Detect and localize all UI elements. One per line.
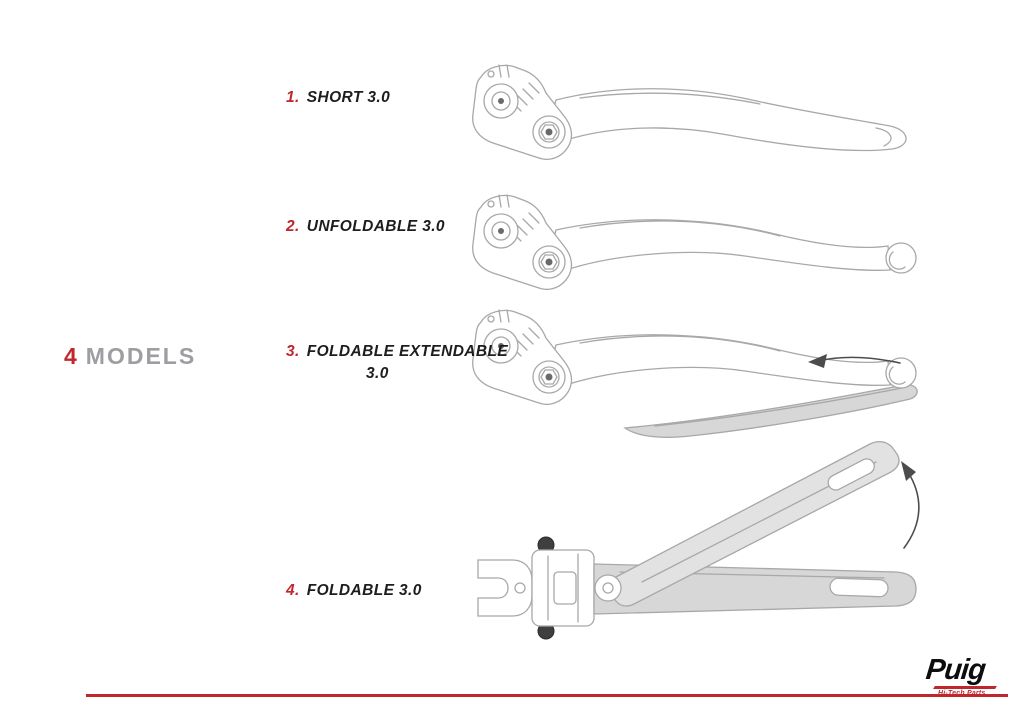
- extend-direction-arrow: [808, 354, 901, 368]
- lever-short-drawing: [472, 64, 907, 161]
- footer-red-rule: [86, 694, 1008, 697]
- models-heading: 4 MODELS: [64, 343, 196, 370]
- item-2-text: UNFOLDABLE 3.0: [306, 218, 445, 235]
- label-foldable: 4. FOLDABLE 3.0: [286, 582, 422, 601]
- item-1-number: 1.: [286, 89, 300, 106]
- item-4-text: FOLDABLE 3.0: [306, 582, 422, 599]
- logo-underline-swoosh: [933, 686, 997, 689]
- logo-brand-text: Puig: [924, 654, 987, 686]
- item-1-text: SHORT 3.0: [306, 89, 391, 106]
- item-3-text: FOLDABLE EXTENDABLE: [306, 343, 509, 360]
- fold-direction-arrow: [901, 461, 920, 549]
- label-unfoldable: 2. UNFOLDABLE 3.0: [286, 218, 445, 237]
- item-2-number: 2.: [286, 218, 300, 235]
- lever-foldable-extendable-drawing: [472, 309, 918, 438]
- item-4-number: 4.: [286, 582, 300, 599]
- lever-foldable-drawing: [477, 440, 920, 640]
- label-short: 1. SHORT 3.0: [286, 89, 390, 108]
- lever-unfoldable-drawing: [472, 194, 917, 291]
- puig-logo: Puig Hi-Tech Parts: [924, 654, 1010, 697]
- item-3-text-line2: 3.0: [366, 364, 389, 382]
- models-word: MODELS: [85, 343, 197, 369]
- label-foldable-extendable: 3. FOLDABLE EXTENDABLE 3.0: [286, 343, 508, 383]
- logo-tagline: Hi-Tech Parts: [938, 690, 1010, 697]
- models-count: 4: [64, 343, 77, 369]
- item-3-number: 3.: [286, 343, 300, 360]
